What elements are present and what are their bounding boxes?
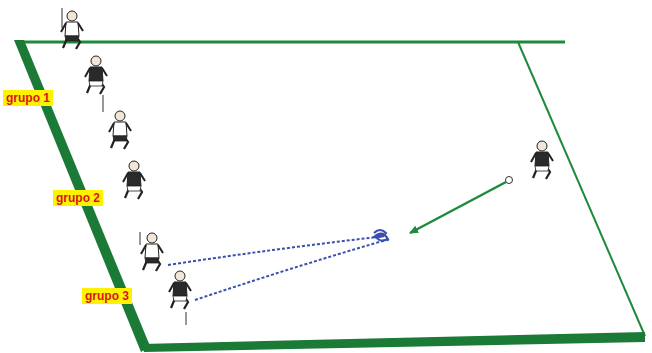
cone-mark (186, 312, 187, 325)
field-line-thick (141, 332, 645, 352)
cone-mark (62, 8, 63, 28)
player-figure (61, 11, 83, 49)
player-figure (531, 141, 553, 179)
target-ball-scribble (374, 230, 388, 241)
player-figure (85, 56, 107, 94)
field-line-thick (14, 40, 150, 352)
field-line (518, 42, 645, 336)
player-figure (123, 161, 145, 199)
cone-mark (140, 232, 141, 245)
group-label: grupo 3 (82, 288, 132, 304)
field-line (20, 41, 565, 44)
player-figure (169, 271, 191, 309)
group-label: grupo 1 (3, 90, 53, 106)
group-label: grupo 2 (53, 190, 103, 206)
pass-arrow (410, 182, 506, 233)
player-figure (141, 233, 163, 271)
cone-mark (103, 95, 104, 112)
ball (506, 177, 513, 184)
run-path (195, 240, 386, 300)
player-figure (109, 111, 131, 149)
